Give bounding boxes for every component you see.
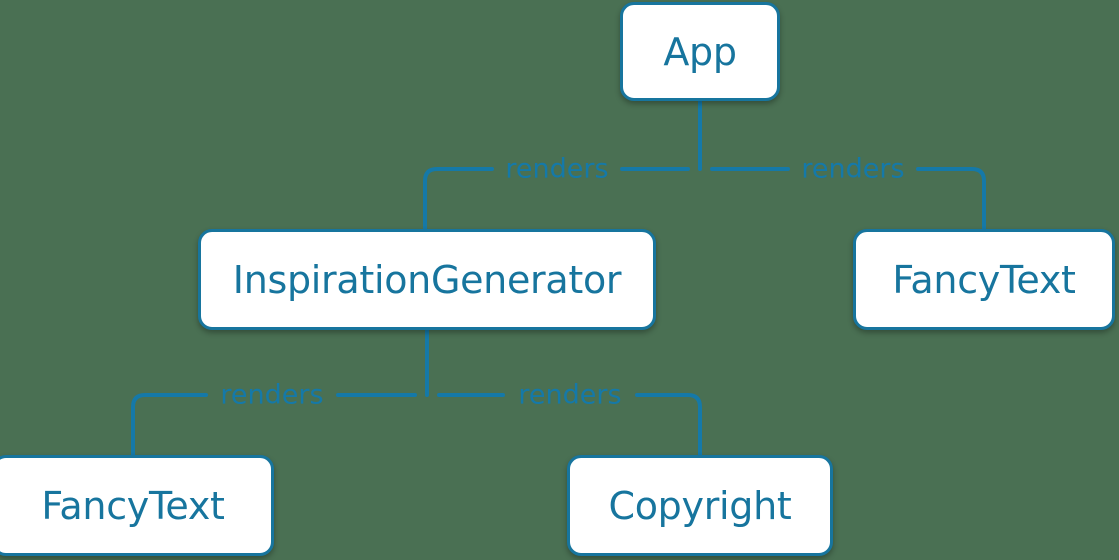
edge-app-fancy-bus-outer xyxy=(916,167,986,231)
edge-label-inspiration-generator-fancytext: renders xyxy=(220,379,324,411)
edge-label-app-fancytext: renders xyxy=(801,153,905,185)
edge-inspgen-copyright-bus-outer xyxy=(635,393,702,457)
edge-label-inspiration-generator-copyright: renders xyxy=(518,379,622,411)
node-copyright-label: Copyright xyxy=(608,483,792,528)
node-app-label: App xyxy=(663,29,737,74)
node-fancytext-left-label: FancyText xyxy=(41,483,225,528)
node-inspiration-generator-label: InspirationGenerator xyxy=(232,257,622,302)
edge-inspgen-fancy-bus-outer xyxy=(131,393,208,457)
node-app[interactable]: App xyxy=(620,2,780,101)
node-copyright[interactable]: Copyright xyxy=(567,455,833,556)
node-fancytext-right-label: FancyText xyxy=(892,257,1076,302)
node-inspiration-generator[interactable]: InspirationGenerator xyxy=(198,229,656,330)
edge-app-inspgen-bus-outer xyxy=(423,167,494,231)
edge-label-app-inspiration-generator: renders xyxy=(505,153,609,185)
node-fancytext-left[interactable]: FancyText xyxy=(0,455,274,556)
node-fancytext-right[interactable]: FancyText xyxy=(853,229,1115,330)
